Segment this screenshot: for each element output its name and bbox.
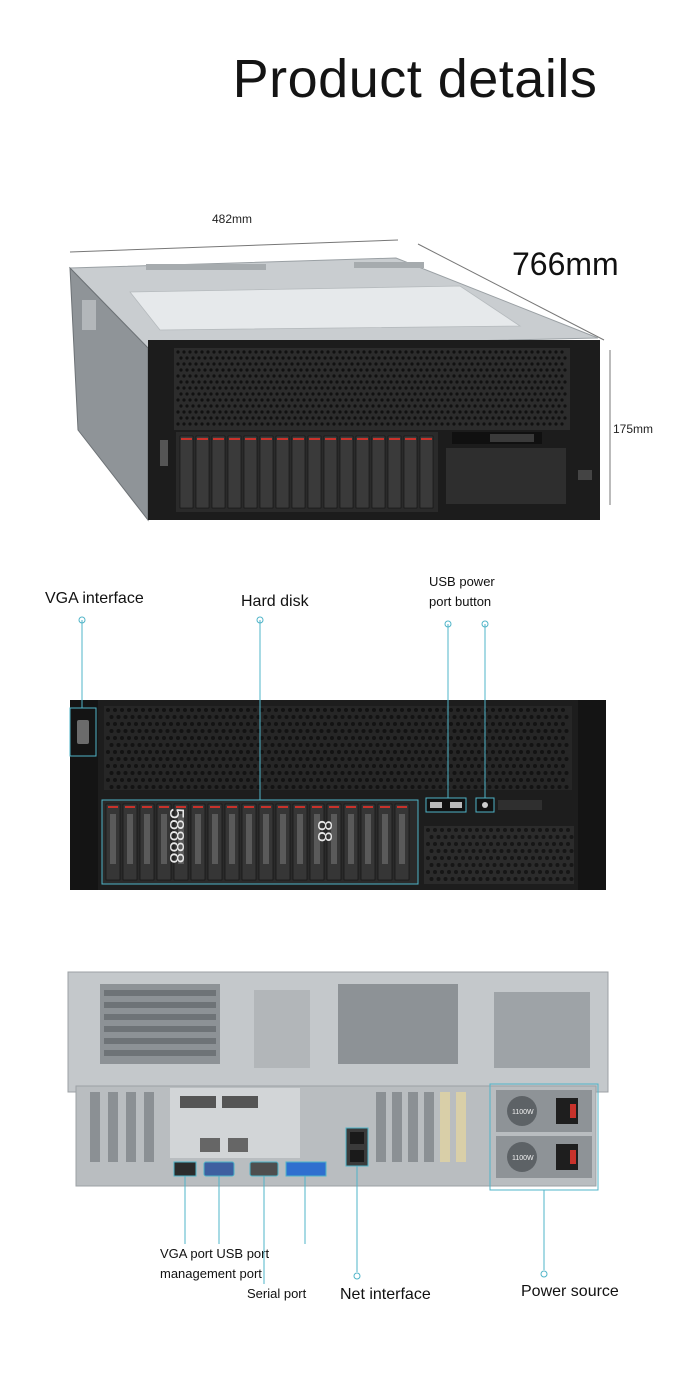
callout-usb-power-line1: USB power bbox=[429, 574, 495, 589]
server-isometric-image bbox=[68, 239, 611, 522]
usb-ports-rear bbox=[285, 1161, 327, 1177]
width-dimension-line bbox=[69, 239, 399, 253]
callout-hard-disk: Hard disk bbox=[241, 593, 309, 610]
callout-power-source: Power source bbox=[521, 1283, 619, 1300]
vga-port-rear bbox=[203, 1161, 235, 1177]
front-panel-image: 58888 88 bbox=[69, 616, 606, 890]
callout-serial-port: Serial port bbox=[247, 1286, 307, 1301]
disk-overlay-text-2: 88 bbox=[313, 820, 335, 842]
callout-management-port: management port bbox=[160, 1266, 262, 1281]
psu-2-label: 1100W bbox=[512, 1155, 534, 1162]
usb-ports bbox=[425, 797, 467, 813]
vga-port bbox=[77, 720, 89, 744]
callout-net-interface: Net interface bbox=[340, 1286, 431, 1303]
depth-dimension-label: 766mm bbox=[512, 246, 619, 282]
disk-overlay-text-1: 58888 bbox=[165, 808, 187, 864]
front-vent-grille bbox=[104, 706, 572, 790]
serial-port bbox=[249, 1161, 279, 1177]
callout-vga-usb-port: VGA port USB port bbox=[160, 1246, 270, 1261]
page-title: Product details bbox=[232, 49, 598, 109]
psu-1-label: 1100W bbox=[512, 1109, 534, 1116]
depth-dimension-line bbox=[417, 243, 605, 341]
width-dimension-label: 482mm bbox=[212, 212, 253, 226]
vga-port-highlight bbox=[69, 707, 97, 757]
callout-vga-interface: VGA interface bbox=[45, 590, 144, 607]
callout-usb-power-line2: port button bbox=[429, 594, 492, 609]
height-dimension-label: 175mm bbox=[613, 422, 654, 436]
management-port bbox=[173, 1161, 197, 1177]
server-top-label bbox=[129, 285, 522, 331]
